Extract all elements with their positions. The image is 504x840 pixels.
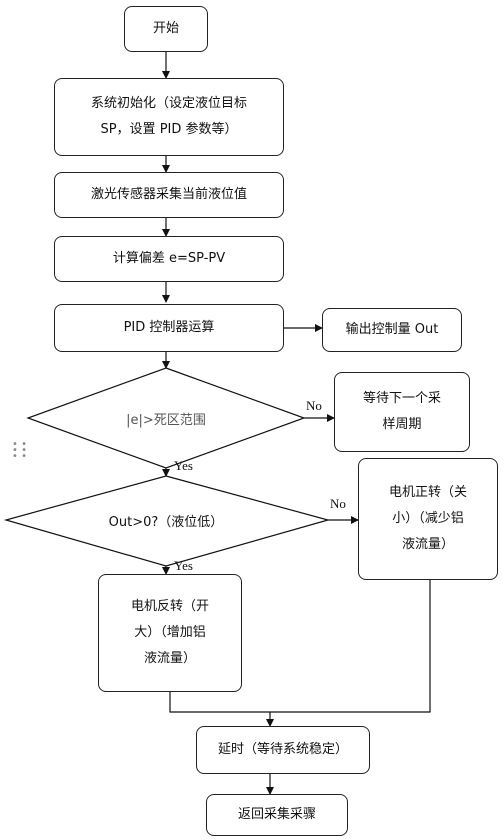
compute-label: 计算偏差 e=SP-PV <box>112 251 226 266</box>
motor-forward-node: 电机正转（关 小）（减少铝 液流量） <box>358 458 498 580</box>
init-label-line1: 系统初始化（设定液位目标 <box>90 96 247 111</box>
reverse-label-line1: 电机反转（开 <box>130 599 209 614</box>
sensor-node: 激光传感器采集当前液位值 <box>54 172 284 218</box>
wait-label-line1: 等待下一个采 <box>362 391 441 406</box>
decision1-yes-label: Yes <box>174 458 193 473</box>
forward-label-line1: 电机正转（关 <box>388 485 467 500</box>
compute-node: 计算偏差 e=SP-PV <box>54 236 284 282</box>
reverse-label-line3: 液流量） <box>143 651 196 666</box>
connector-reverse-to-merge <box>169 692 270 713</box>
decision1-label: |e|>死区范围 <box>126 413 206 428</box>
output-node: 输出控制量 Out <box>322 308 462 352</box>
wait-label-line2: 样周期 <box>382 417 422 432</box>
drag-handle-icon[interactable]: • •• •• • <box>12 439 27 462</box>
decision2-no-label: No <box>330 496 346 511</box>
delay-node: 延时（等待系统稳定） <box>196 726 370 774</box>
output-label: 输出控制量 Out <box>345 322 439 337</box>
forward-label-line3: 液流量） <box>401 537 454 552</box>
decision1-no-label: No <box>306 398 322 413</box>
sensor-label: 激光传感器采集当前液位值 <box>90 187 247 202</box>
pid-node: PID 控制器运算 <box>54 304 284 352</box>
init-label-line2: SP，设置 PID 参数等） <box>100 122 238 137</box>
return-label: 返回采集采骤 <box>237 807 316 822</box>
return-node: 返回采集采骤 <box>206 794 348 836</box>
start-node: 开始 <box>124 6 208 52</box>
connector-forward-to-merge <box>270 580 431 713</box>
decision2-yes-label: Yes <box>174 558 193 573</box>
forward-label-line2: 小）（减少铝 <box>392 511 464 526</box>
init-node: 系统初始化（设定液位目标 SP，设置 PID 参数等） <box>54 78 284 156</box>
delay-label: 延时（等待系统稳定） <box>217 742 348 757</box>
motor-reverse-node: 电机反转（开 大）（增加铝 液流量） <box>98 574 242 692</box>
pid-label: PID 控制器运算 <box>123 320 215 335</box>
decision2-label: Out>0?（液位低） <box>108 515 224 530</box>
reverse-label-line2: 大）（增加铝 <box>134 625 206 640</box>
wait-node: 等待下一个采 样周期 <box>334 372 470 452</box>
start-label: 开始 <box>152 21 179 36</box>
